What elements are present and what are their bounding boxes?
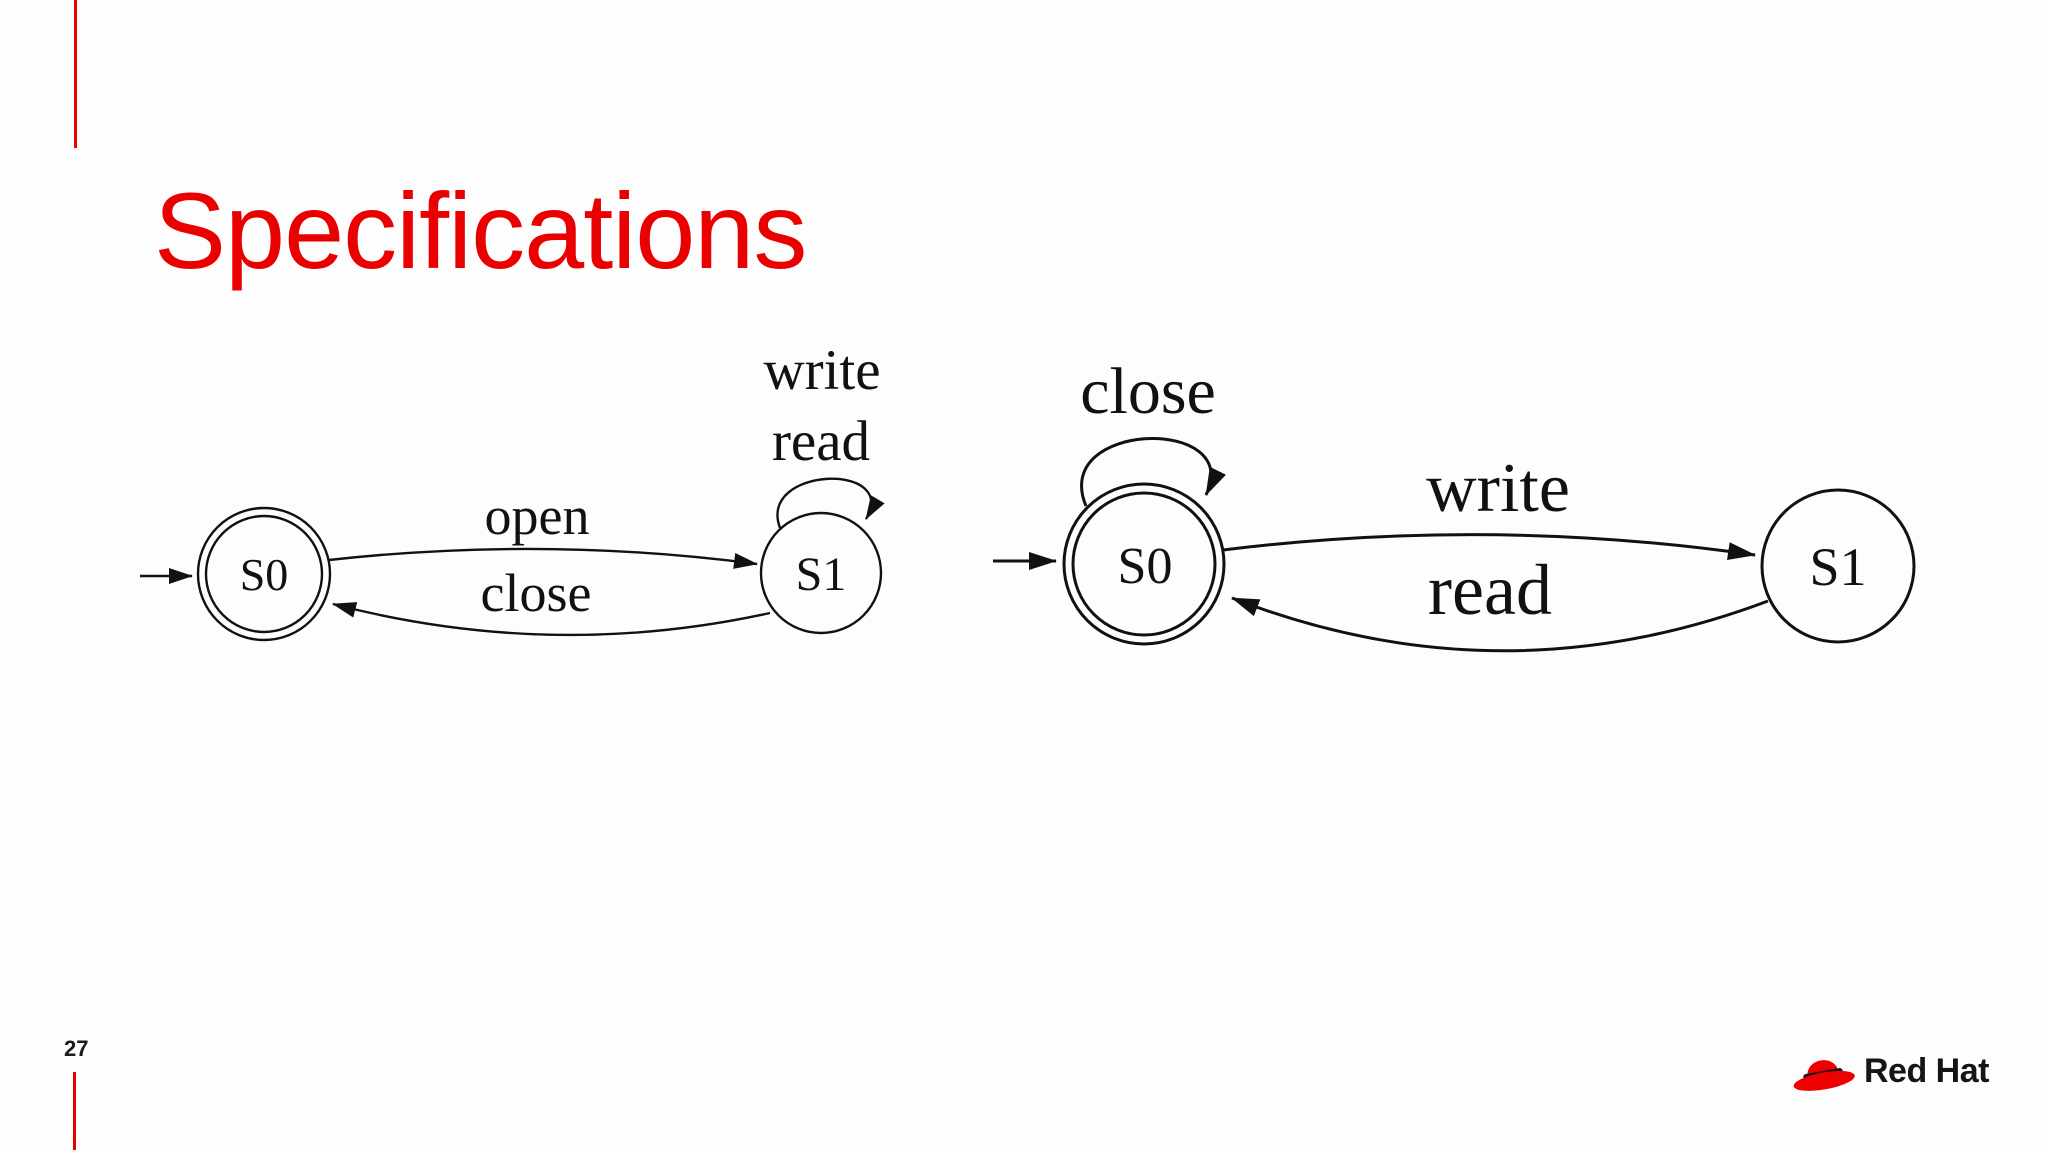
fsm-left-labels: S0 S1 open close write read — [240, 339, 881, 623]
left-state-s1 — [759, 511, 883, 635]
right-state-s0-label: S0 — [1118, 538, 1173, 595]
fsm-left — [140, 477, 885, 642]
left-edge-open-label: open — [485, 486, 590, 546]
page-number: 27 — [64, 1036, 89, 1061]
left-edge-close-label: close — [481, 563, 592, 623]
right-edge-selfloop-s0 — [1080, 437, 1226, 507]
fedora-brim — [1793, 1070, 1855, 1091]
left-edge-close — [332, 602, 771, 637]
right-edge-write — [1222, 533, 1756, 561]
left-state-s0-inner — [204, 514, 324, 634]
right-state-s0-inner — [1071, 491, 1217, 637]
accent-line-top — [74, 0, 77, 148]
left-state-s1-label: S1 — [796, 548, 847, 601]
right-state-s1 — [1760, 488, 1916, 644]
redhat-logo: Red Hat — [1790, 1048, 1989, 1094]
right-edge-read — [1231, 596, 1769, 653]
right-edge-read-label: read — [1428, 550, 1552, 630]
left-selfloop-label-read: read — [772, 410, 870, 473]
fsm-right-labels: S0 S1 close write read — [1080, 355, 1866, 630]
right-selfloop-label-close: close — [1080, 355, 1216, 428]
left-edge-selfloop-s1 — [776, 477, 885, 529]
left-state-s0-outer — [196, 506, 332, 642]
fsm-right — [993, 437, 1916, 653]
left-selfloop-label-write: write — [763, 339, 880, 402]
right-state-s0-outer — [1062, 482, 1226, 646]
right-edge-write-label: write — [1426, 450, 1570, 527]
right-state-s1-label: S1 — [1809, 537, 1866, 597]
left-state-s0-label: S0 — [240, 549, 289, 600]
redhat-fedora-icon — [1793, 1060, 1855, 1091]
accent-line-bottom — [73, 1072, 76, 1150]
page-title: Specifications — [154, 170, 807, 292]
left-edge-open — [328, 547, 758, 569]
redhat-logo-text: Red Hat — [1864, 1051, 1989, 1090]
